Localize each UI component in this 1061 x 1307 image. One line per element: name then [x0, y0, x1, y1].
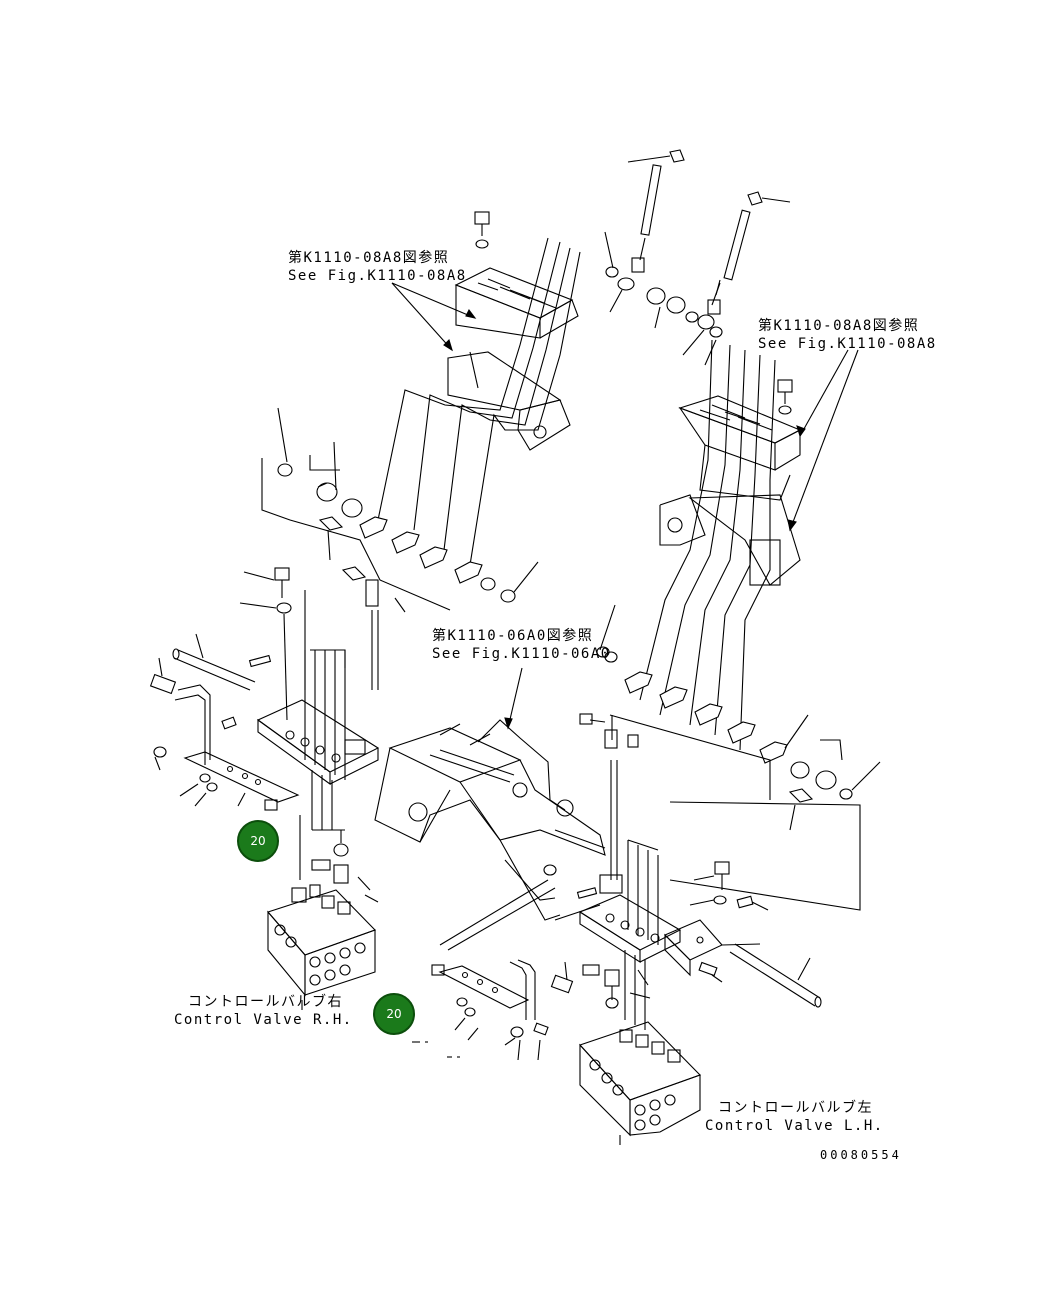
drawing-number: 00080554: [820, 1148, 902, 1162]
lever-assembly-upper-left: [261, 407, 539, 611]
valve-lh-en: Control Valve L.H.: [705, 1118, 884, 1134]
base-plate-right: [554, 874, 682, 963]
handle-plate-right: [664, 861, 769, 983]
ref-center-jp: 第K1110-06A0図参照: [432, 628, 594, 644]
base-plate-left: [256, 649, 380, 786]
lever-assembly-right: [579, 604, 881, 911]
ref-top-left-en: See Fig.K1110-08A8: [288, 268, 467, 284]
handle-rod-left: [149, 633, 256, 765]
ref-center-en: See Fig.K1110-06A0: [432, 646, 611, 662]
control-valve-rh: [267, 884, 376, 1010]
control-valve-lh: [579, 1021, 701, 1145]
bolt-top-left: [474, 211, 490, 249]
valve-rh-jp: コントロールバルブ右: [188, 994, 343, 1010]
valve-rh-en: Control Valve R.H.: [174, 1012, 353, 1028]
ref-top-left-jp: 第K1110-08A8図参照: [288, 250, 450, 266]
ref-top-right-jp: 第K1110-08A8図参照: [758, 318, 920, 334]
valve-lh-jp: コントロールバルブ左: [718, 1100, 873, 1116]
handle-rod-right: [431, 879, 574, 1061]
ref-top-right-en: See Fig.K1110-08A8: [758, 336, 937, 352]
center-frame: [374, 719, 606, 921]
pushrods-top: [604, 149, 791, 366]
callout-marker-left[interactable]: 20: [237, 820, 279, 862]
link-bar-left: [183, 751, 300, 807]
callout-marker-right[interactable]: 20: [373, 993, 415, 1035]
